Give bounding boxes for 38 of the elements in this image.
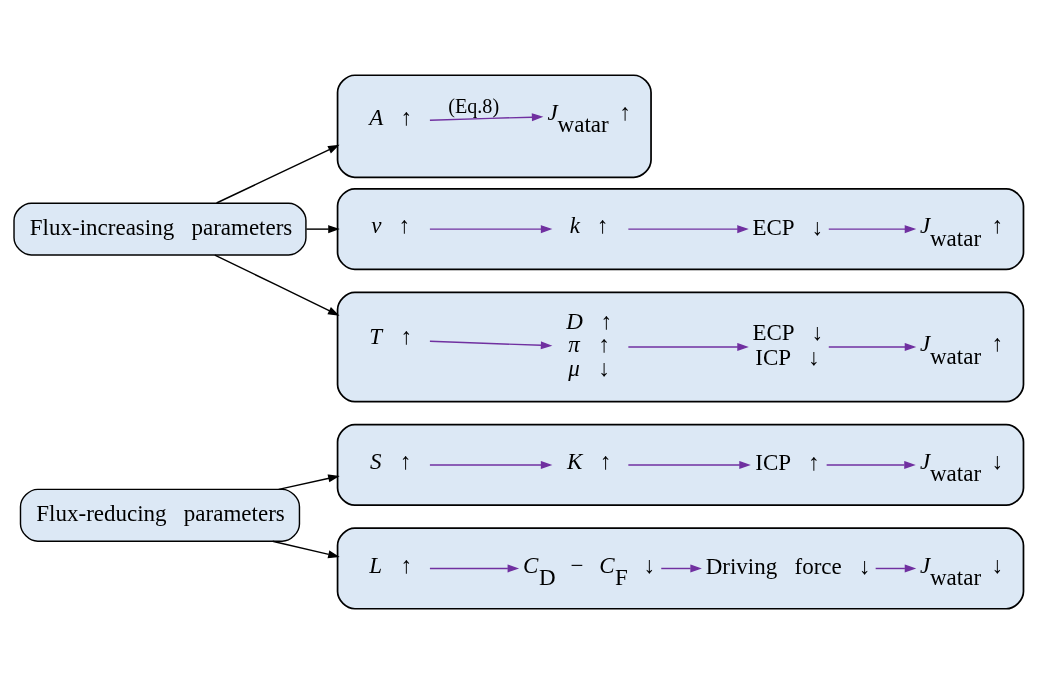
arrow	[215, 144, 340, 204]
arrow	[429, 340, 553, 349]
arrow	[660, 563, 702, 572]
arrow	[305, 224, 340, 233]
cluster	[336, 291, 1025, 403]
arrow	[627, 460, 751, 469]
arrow	[271, 540, 340, 558]
arrow	[825, 460, 916, 469]
cluster	[336, 187, 1025, 270]
node-text: S ↑	[369, 448, 412, 474]
node-text: ECP ↓	[752, 214, 824, 240]
arrow	[429, 112, 544, 121]
cluster	[336, 73, 652, 178]
cluster	[336, 423, 1025, 506]
arrow	[214, 253, 340, 316]
arrow	[627, 224, 749, 233]
node-text: D ↑ π ↑ μ ↓	[566, 308, 613, 380]
node-text: v ↑	[371, 212, 411, 238]
node-text: k ↑	[569, 212, 609, 238]
arrow	[429, 460, 553, 469]
arrow	[429, 563, 520, 572]
node-text: T ↑	[369, 323, 413, 349]
node-text: Driving force ↓	[705, 553, 871, 579]
node-text: A ↑	[369, 104, 413, 130]
arrow	[874, 563, 917, 572]
node-text: ICP ↑	[755, 449, 820, 475]
node-box: Flux-increasing parameters	[13, 202, 307, 256]
node-box: Flux-reducing parameters	[19, 488, 301, 542]
node-text: L ↑	[369, 552, 413, 578]
node-text: ECP ↓ ICP ↓	[752, 319, 824, 370]
arrow	[627, 342, 749, 351]
cluster	[336, 526, 1025, 610]
edge-label: (Eq.8)	[448, 94, 500, 117]
arrow	[828, 224, 917, 233]
arrow	[828, 342, 917, 351]
node-text: K ↑	[566, 448, 612, 474]
arrow	[429, 224, 553, 233]
arrow	[278, 473, 340, 490]
